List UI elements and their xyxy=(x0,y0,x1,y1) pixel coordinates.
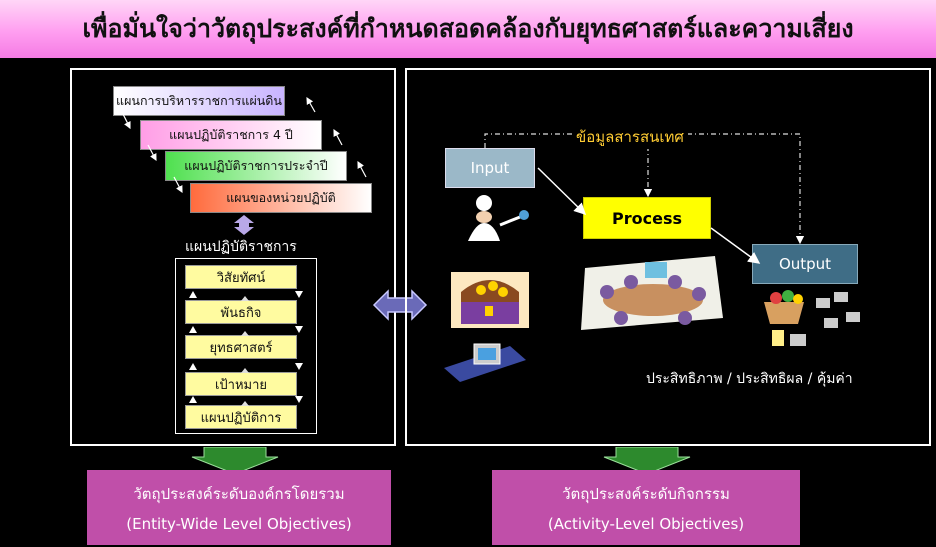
plan-annual: แผนปฏิบัติราชการประจำปี xyxy=(165,151,347,181)
hierarchy-goal: เป้าหมาย xyxy=(185,372,297,396)
left-panel xyxy=(70,68,396,446)
plan-arrows xyxy=(121,96,367,194)
process-flow-arrows xyxy=(537,167,761,264)
computer-icon xyxy=(444,343,526,382)
entity-down-arrow xyxy=(191,447,279,475)
hierarchy-mission: พันธกิจ xyxy=(185,300,297,324)
plans-double-arrow xyxy=(234,215,254,235)
right-panel xyxy=(405,68,931,446)
hierarchy-arrows xyxy=(189,291,303,406)
title-bar: เพื่อมั่นใจว่าวัตถุประสงค์ที่กำหนดสอดคล้… xyxy=(0,0,936,58)
activity-down-arrow xyxy=(603,447,691,475)
hierarchy-strategy: ยุทธศาสตร์ xyxy=(185,335,297,359)
efficiency-metrics: ประสิทธิภาพ / ประสิทธิผล / คุ้มค่า xyxy=(646,371,853,387)
hierarchy-frame xyxy=(175,258,317,434)
hierarchy-action-plan: แผนปฏิบัติการ xyxy=(185,405,297,429)
plan-unit: แผนของหน่วยปฏิบัติ xyxy=(190,183,372,213)
hierarchy-vision: วิสัยทัศน์ xyxy=(185,265,297,289)
output-box: Output xyxy=(752,244,858,284)
activity-objectives-box: วัตถุประสงค์ระดับกิจกรรม (Activity-Level… xyxy=(492,470,800,545)
chef-icon xyxy=(468,195,529,241)
activity-objectives-thai: วัตถุประสงค์ระดับกิจกรรม xyxy=(562,485,730,504)
info-label: ข้อมูลสารสนเทศ xyxy=(572,125,688,149)
entity-objectives-thai: วัตถุประสงค์ระดับองค์กรโดยรวม xyxy=(133,485,345,504)
activity-objectives-english: (Activity-Level Objectives) xyxy=(547,514,745,533)
plan-national: แผนการบริหารราชการแผ่นดิน xyxy=(113,86,285,116)
plan-4-year: แผนปฏิบัติราชการ 4 ปี xyxy=(140,120,322,150)
input-box: Input xyxy=(445,148,535,188)
page-title: เพื่อมั่นใจว่าวัตถุประสงค์ที่กำหนดสอดคล้… xyxy=(82,14,854,43)
meeting-room-icon xyxy=(581,256,723,330)
process-box: Process xyxy=(583,197,711,239)
entity-objectives-english: (Entity-Wide Level Objectives) xyxy=(126,514,352,533)
food-basket-icon xyxy=(764,290,860,346)
plans-caption: แผนปฏิบัติราชการ xyxy=(185,239,297,255)
panels-link-arrow xyxy=(372,289,428,321)
entity-objectives-box: วัตถุประสงค์ระดับองค์กรโดยรวม (Entity-Wi… xyxy=(87,470,391,545)
treasure-chest-icon xyxy=(451,272,529,328)
